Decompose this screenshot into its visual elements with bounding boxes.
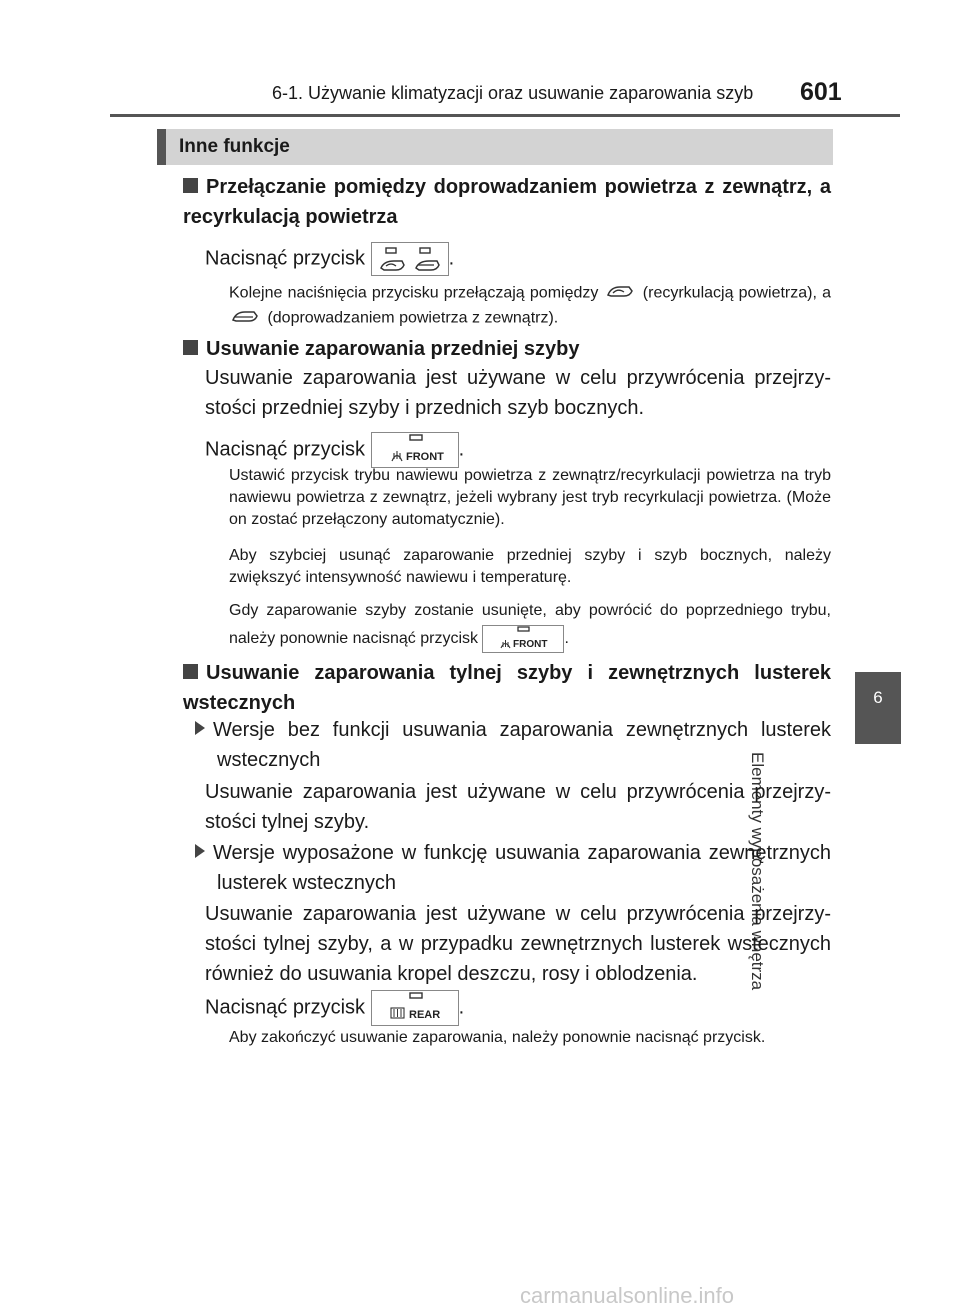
rear-label: REAR xyxy=(409,1009,440,1021)
front-defog-button-icon: FRONT xyxy=(370,432,459,468)
chapter-tab xyxy=(855,672,901,744)
body-rear-1: Usuwanie zaparowania jest używane w celu… xyxy=(205,781,831,833)
press-line-2: Nacisnąć przycisk FRONT . xyxy=(183,432,831,468)
note-front-3: Gdy zaparowanie szyby zostanie usunięte,… xyxy=(183,597,831,653)
square-bullet-icon xyxy=(183,340,198,355)
section-accent xyxy=(157,129,166,165)
square-bullet-icon xyxy=(183,664,198,679)
section-bar: Inne funkcje xyxy=(157,129,833,165)
chapter-label: Elementy wyposażenia wnętrza xyxy=(748,752,888,1082)
body-front-defog: Usuwanie zaparowania jest używane w celu… xyxy=(205,367,831,419)
fresh-air-icon xyxy=(229,306,263,331)
front-label: FRONT xyxy=(406,451,444,463)
page-number: 601 xyxy=(800,78,842,106)
header-rule xyxy=(110,114,900,117)
body-rear-2: Usuwanie zaparowania jest używane w celu… xyxy=(205,903,831,985)
rear-defog-button-icon: REAR xyxy=(370,990,459,1026)
heading-front-defog: Usuwanie zaparowania przedniej szyby xyxy=(183,334,831,364)
front-defog-button-icon-small: FRONT xyxy=(482,625,565,653)
note-front-1: Ustawić przycisk trybu nawiewu powietrza… xyxy=(229,467,831,528)
heading-rear-defog: Usuwanie zaparowania tylnej szyby i zewn… xyxy=(183,662,831,714)
note-rear: Aby zakończyć usuwanie zaparowania, nale… xyxy=(229,1029,766,1046)
variant-2: Wersje wyposażone w funkcję usuwania zap… xyxy=(183,838,831,898)
block-front-defog: Usuwanie zaparowania przedniej szyby xyxy=(183,334,831,364)
block-air-intake: Przełączanie pomiędzy doprowadzaniem pow… xyxy=(183,172,831,232)
header-title: 6-1. Używanie klimatyzacji oraz usuwanie… xyxy=(272,83,754,103)
air-intake-button-icon xyxy=(370,242,449,276)
press-line-1: Nacisnąć przycisk . xyxy=(183,242,831,276)
note-front-2: Aby szybciej usunąć zaparowanie przednie… xyxy=(229,547,831,586)
variant-1: Wersje bez funkcji usuwania zaparowania … xyxy=(183,715,831,775)
section-title: Inne funkcje xyxy=(179,136,290,157)
front-label-small: FRONT xyxy=(513,639,547,650)
block-rear-defog: Usuwanie zaparowania tylnej szyby i zewn… xyxy=(183,658,831,718)
recirculation-icon xyxy=(604,281,638,306)
chapter-number: 6 xyxy=(873,688,883,707)
press-line-3: Nacisnąć przycisk REAR . xyxy=(183,990,831,1026)
square-bullet-icon xyxy=(183,178,198,193)
note-air-intake: Kolejne naciśnięcia przycisku przełączaj… xyxy=(183,281,831,331)
watermark: carmanualsonline.info xyxy=(520,1283,735,1308)
triangle-bullet-icon xyxy=(195,844,205,858)
triangle-bullet-icon xyxy=(195,721,205,735)
heading-air-intake: Przełączanie pomiędzy doprowadzaniem pow… xyxy=(183,176,831,228)
